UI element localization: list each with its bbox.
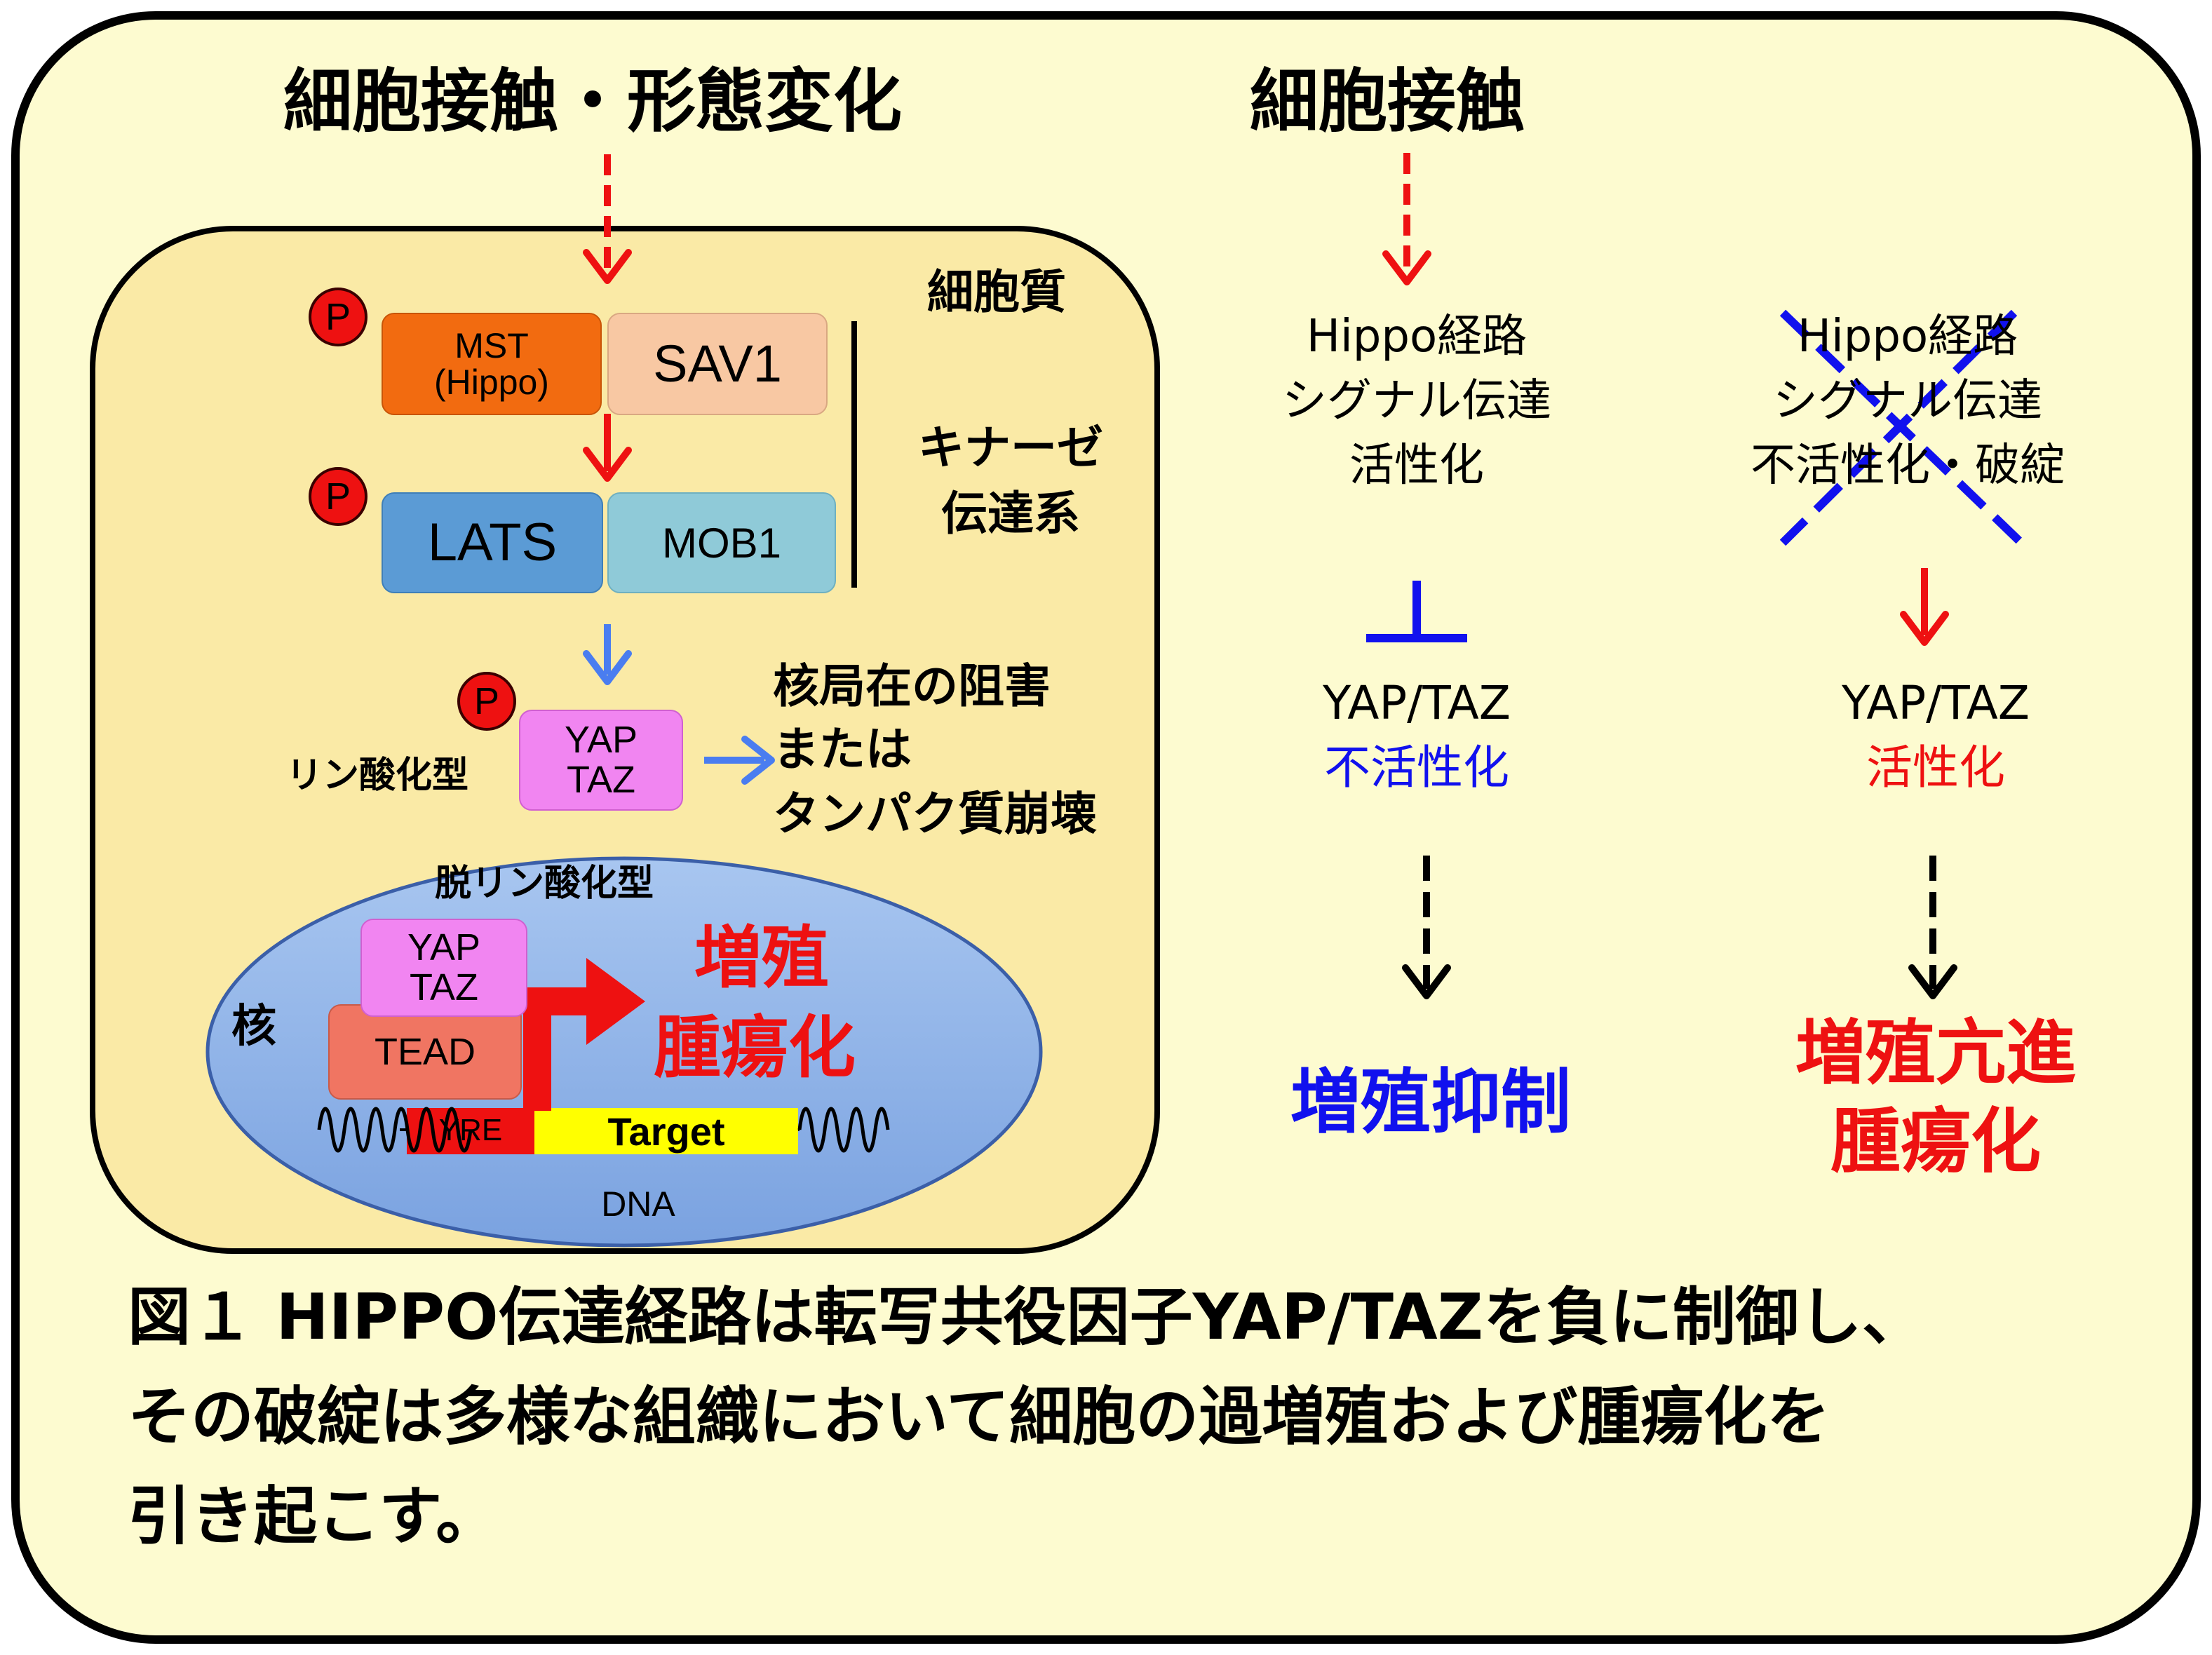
yap-label: YAP bbox=[564, 719, 638, 762]
tead-label: TEAD bbox=[374, 1030, 476, 1073]
kinase-label-2: 伝達系 bbox=[941, 487, 1080, 541]
mob1-box: MOB1 bbox=[607, 492, 836, 593]
fate-line-3: タンパク質崩壊 bbox=[773, 787, 1097, 841]
fate-line-1: 核局在の阻害 bbox=[773, 659, 1051, 713]
caption-line-1: 図１ HIPPO伝達経路は転写共役因子YAP/TAZを負に制御し、 bbox=[128, 1281, 1925, 1354]
kinase-label-1: キナーゼ bbox=[918, 421, 1103, 475]
broken-pathway-2: シグナル伝達 bbox=[1773, 375, 2042, 427]
dna-strand bbox=[317, 1107, 890, 1154]
broken-cross bbox=[1779, 309, 2025, 546]
fate-line-2: または bbox=[773, 722, 912, 776]
phospho-badge-mst: P bbox=[309, 288, 367, 346]
yap-taz-box: YAP TAZ bbox=[519, 710, 683, 811]
yre-label: YRE bbox=[438, 1113, 503, 1147]
active-pathway-2: シグナル伝達 bbox=[1282, 375, 1551, 427]
mst-label: MST bbox=[454, 325, 529, 365]
inhibited-state: 不活性化 bbox=[1324, 741, 1509, 795]
active-pathway-3: 活性化 bbox=[1349, 440, 1484, 492]
suppression-arrow bbox=[1402, 856, 1451, 999]
nuclear-outcome-2: 腫瘍化 bbox=[654, 1008, 856, 1087]
nuclear-yap-label: YAP bbox=[407, 926, 481, 969]
target-block bbox=[534, 1108, 798, 1154]
lats-to-yap-arrow bbox=[583, 624, 632, 685]
target-label: Target bbox=[607, 1109, 725, 1154]
broken-pathway-1: Hippo経路 bbox=[1797, 311, 2018, 363]
tead-box: TEAD bbox=[328, 1004, 522, 1100]
promotion-outcome-2: 腫瘍化 bbox=[1830, 1100, 2041, 1182]
left-signal-arrow bbox=[583, 154, 632, 284]
phosphorylated-label: リン酸化型 bbox=[286, 755, 469, 797]
taz-label: TAZ bbox=[567, 759, 635, 801]
dna-coil-left bbox=[317, 1107, 473, 1153]
mst-sub-label: (Hippo) bbox=[434, 363, 549, 402]
broken-pathway-3: 不活性化・破綻 bbox=[1751, 440, 2065, 492]
sav1-label: SAV1 bbox=[653, 335, 782, 393]
inhibition-symbol bbox=[1366, 581, 1467, 642]
nucleus-label: 核 bbox=[231, 1001, 276, 1053]
promotion-outcome-1: 増殖亢進 bbox=[1795, 1012, 2076, 1094]
caption-line-2: その破綻は多様な組織において細胞の過増殖および腫瘍化を bbox=[128, 1380, 1830, 1454]
sav1-box: SAV1 bbox=[607, 313, 828, 415]
mob1-label: MOB1 bbox=[661, 519, 782, 567]
right-signal-arrow bbox=[1382, 153, 1431, 285]
phospho-badge-lats: P bbox=[309, 467, 367, 526]
yap-to-fate-arrow bbox=[704, 736, 775, 785]
nuclear-yap-taz-box: YAP TAZ bbox=[360, 919, 527, 1017]
mst-to-lats-arrow bbox=[583, 414, 632, 482]
right-title: 細胞接触 bbox=[1250, 62, 1525, 142]
caption-line-3: 引き起こす。 bbox=[128, 1480, 499, 1553]
dna-coil-right bbox=[797, 1107, 890, 1153]
activated-yap-taz: YAP/TAZ bbox=[1842, 676, 2030, 730]
transcription-arrow bbox=[523, 958, 645, 1111]
suppression-outcome: 増殖抑制 bbox=[1290, 1061, 1571, 1143]
lats-box: LATS bbox=[382, 492, 603, 593]
activated-state: 活性化 bbox=[1866, 741, 2005, 795]
dna-label: DNA bbox=[601, 1184, 675, 1224]
cytoplasm-label: 細胞質 bbox=[927, 265, 1066, 319]
dephosphorylated-label: 脱リン酸化型 bbox=[435, 863, 654, 905]
nuclear-taz-label: TAZ bbox=[410, 966, 478, 1008]
left-title: 細胞接触・形態変化 bbox=[283, 62, 903, 142]
broken-to-yap-arrow bbox=[1900, 568, 1949, 646]
nuclear-outcome-1: 増殖 bbox=[694, 919, 829, 997]
inhibited-yap-taz: YAP/TAZ bbox=[1323, 676, 1511, 730]
mst-box: MST (Hippo) bbox=[382, 313, 602, 415]
lats-label: LATS bbox=[427, 513, 558, 573]
phospho-badge-yap: P bbox=[457, 672, 516, 731]
promotion-arrow bbox=[1908, 856, 1957, 999]
active-pathway-1: Hippo経路 bbox=[1306, 311, 1528, 363]
